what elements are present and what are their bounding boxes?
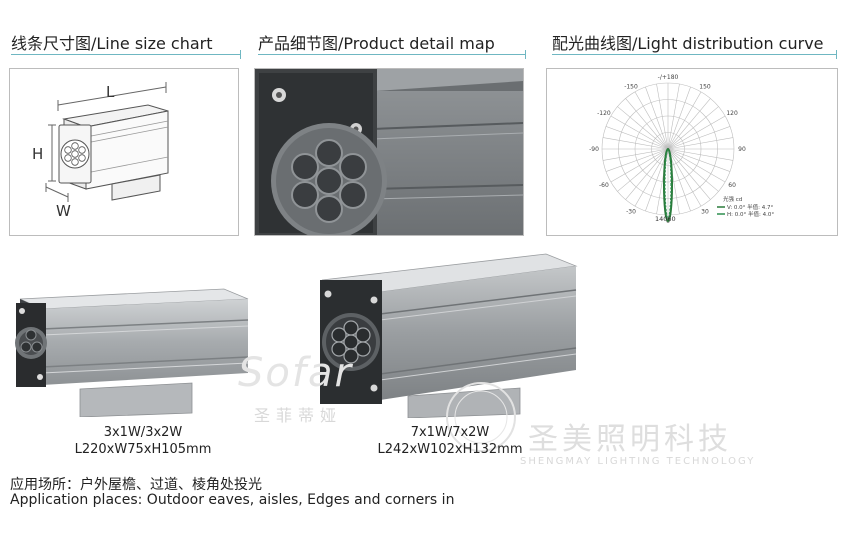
watermark-cn-company: 圣美照明科技 (528, 422, 732, 457)
header-underline (11, 50, 241, 59)
dimension-drawing: L H W (32, 82, 169, 220)
polar-spoke (667, 91, 702, 150)
polar-spoke (602, 148, 669, 161)
polar-angle-label: 90 (738, 146, 746, 153)
polar-angle-label: -150 (624, 84, 638, 91)
polar-spoke (667, 115, 726, 150)
curve-h (664, 149, 672, 219)
polar-spoke (625, 98, 669, 150)
polar-curves (663, 148, 673, 222)
polar-spoke (634, 91, 669, 150)
dimension-label-h: H (32, 145, 43, 163)
polar-spoke (617, 106, 669, 150)
polar-spoke (667, 86, 691, 150)
polar-angle-label: -90 (589, 146, 599, 153)
watermark-cn-brand: 圣菲蒂娅 (254, 406, 343, 425)
header-product-detail: 产品细节图/Product detail map (258, 34, 495, 53)
dimension-label-l: L (106, 83, 115, 101)
product-caption-2: 7x1W/7x2W L242xW102xH132mm (370, 424, 530, 458)
polar-spoke (667, 148, 726, 183)
curve-v (663, 148, 673, 222)
polar-spoke (656, 83, 669, 150)
polar-angle-label: -120 (597, 110, 611, 117)
polar-spoke (667, 148, 734, 161)
polar-spoke (605, 126, 669, 150)
polar-angle-label: 120 (726, 110, 738, 117)
polar-spoke (667, 148, 711, 200)
polar-angle-label: 150 (699, 84, 711, 91)
polar-angle-label: 30 (701, 208, 709, 215)
product-size-2: L242xW102xH132mm (377, 442, 523, 457)
polar-spoke (645, 86, 669, 150)
legend-title: 光强 cd (723, 195, 742, 203)
polar-spoke (617, 148, 669, 192)
polar-spoke (610, 148, 669, 183)
polar-spoke (602, 137, 669, 150)
radial-value-label: 14060 (655, 215, 676, 223)
polar-spoke (667, 137, 734, 150)
watermark-logo: Sofar (238, 350, 353, 396)
polar-spoke (667, 148, 719, 192)
header-light-curve: 配光曲线图/Light distribution curve (552, 34, 824, 53)
polar-spoke (634, 148, 669, 207)
product-detail-image (255, 69, 523, 235)
polar-angle-label: -30 (626, 208, 636, 215)
header-underline (258, 50, 526, 59)
watermark-emblem (446, 382, 516, 452)
dimension-label-w: W (56, 202, 71, 220)
product-image-7led (320, 252, 580, 419)
header-underline (552, 50, 837, 59)
product-model-1: 3x1W/3x2W (103, 425, 183, 440)
polar-spoke (625, 148, 669, 200)
polar-spoke (667, 83, 680, 150)
polar-angle-label: 60 (728, 182, 736, 189)
legend-h: H: 0.0° 半值: 4.0° (727, 210, 774, 218)
polar-spoke (605, 148, 669, 172)
application-cn: 应用场所：户外屋檐、过道、棱角处投光 (10, 477, 262, 493)
legend-v: V: 0.0° 半值: 4.7° (727, 203, 774, 211)
product-detail-panel (254, 68, 524, 236)
polar-angle-label: -60 (599, 182, 609, 189)
product-caption-1: 3x1W/3x2W L220xW75xH105mm (68, 424, 218, 458)
polar-spoke (667, 98, 711, 150)
polar-spoke (667, 126, 731, 150)
header-line-size: 线条尺寸图/Line size chart (11, 34, 213, 53)
application-en: Application places: Outdoor eaves, aisle… (10, 492, 455, 508)
product-image-3led (12, 277, 252, 418)
product-size-1: L220xW75xH105mm (74, 442, 212, 457)
polar-angle-label: -/+180 (658, 74, 679, 81)
polar-spoke (667, 148, 731, 172)
line-size-chart-panel: L H W (9, 68, 239, 236)
polar-spoke (667, 106, 719, 150)
product-model-2: 7x1W/7x2W (410, 425, 490, 440)
watermark-en-company: SHENGMAY LIGHTING TECHNOLOGY (520, 456, 756, 467)
polar-spoke (667, 148, 702, 207)
polar-spoke (610, 115, 669, 150)
